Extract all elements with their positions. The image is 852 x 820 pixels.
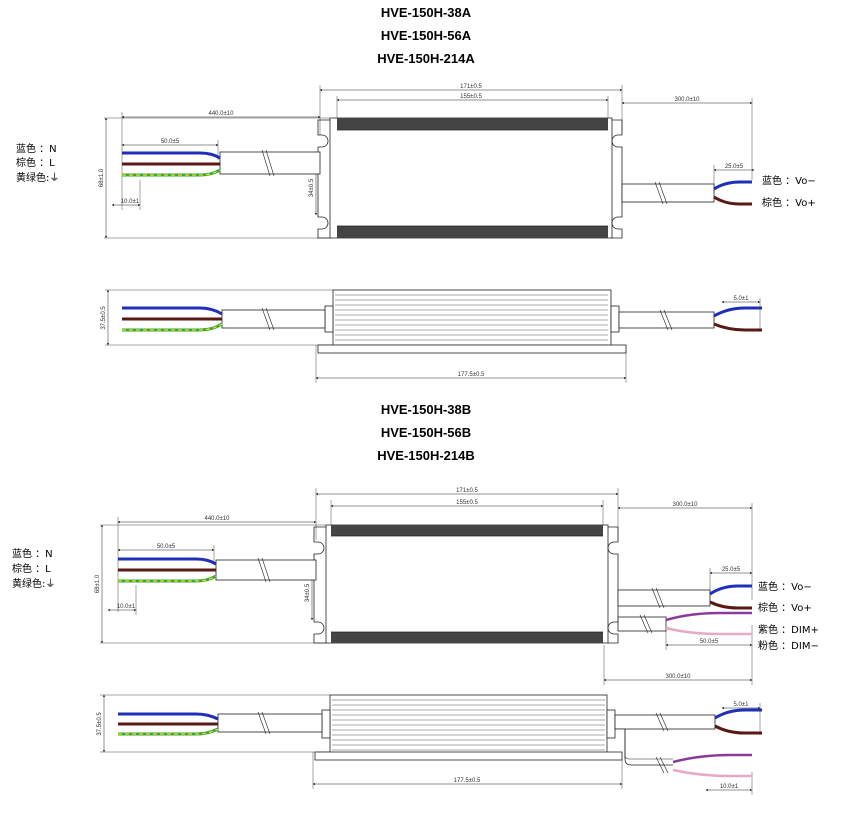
title-a-38: HVE-150H-38A xyxy=(380,5,472,20)
title-b-214: HVE-150H-214B xyxy=(377,448,475,463)
wires-b-side xyxy=(118,708,762,778)
dim-dim-cable-b: 300.0±10 xyxy=(666,674,692,680)
dim-base-a: 177.5±0.5 xyxy=(458,372,485,378)
output-label-purple-b: 紫色 ：DIM+ xyxy=(758,623,819,636)
dim-thickness-b: 37.5±0.5 xyxy=(97,712,103,736)
wires-b-top xyxy=(118,557,752,636)
dim-strip-in-b: 50.0±5 xyxy=(157,544,176,550)
dim-output-cable-b: 300.0±10 xyxy=(673,502,699,508)
dim-tip-out-b: 5.0±1 xyxy=(734,702,750,708)
wire-labels: 蓝色 ：N 棕色 ：L 黄绿色:⏚ 蓝色 ：Vo− 棕色 ：Vo+ 蓝色 ：N … xyxy=(12,142,819,652)
dim-tip-out-a: 5.0±1 xyxy=(734,296,750,302)
dim-overall-b: 171±0.5 xyxy=(456,488,478,494)
input-label-brown-b: 棕色 ：L xyxy=(12,562,51,575)
output-label-brown-a: 棕色 ：Vo+ xyxy=(762,196,816,209)
dim-input-cable-b: 440.0±10 xyxy=(205,516,231,522)
input-label-brown-a: 棕色 ：L xyxy=(16,156,55,169)
view-b-top xyxy=(100,488,753,685)
dim-base-b: 177.5±0.5 xyxy=(454,778,481,784)
wires-a-top xyxy=(122,151,752,206)
dim-dim-strip-b: 50.0±5 xyxy=(700,639,719,645)
dim-thickness-a: 37.5±0.5 xyxy=(101,306,107,330)
dimension-labels: 171±0.5 155±0.5 440.0±10 300.0±10 50.0±5… xyxy=(95,84,749,790)
view-b-side xyxy=(100,694,761,795)
view-a-side xyxy=(105,289,761,383)
title-a-56: HVE-150H-56A xyxy=(380,28,472,43)
dim-strip-in-a: 50.0±5 xyxy=(161,139,180,145)
dim-dim-tip-b: 10.0±1 xyxy=(720,784,739,790)
input-label-blue-a: 蓝色 ：N xyxy=(16,142,57,155)
output-label-blue-b: 蓝色 ：Vo− xyxy=(758,580,812,593)
title-b-56: HVE-150H-56B xyxy=(380,425,472,440)
dim-body-a: 155±0.5 xyxy=(460,94,482,100)
dim-strip-out-b: 25.0±5 xyxy=(722,567,741,573)
dim-mount-b: 34±0.5 xyxy=(305,583,311,602)
dim-tip-a: 10.0±1 xyxy=(121,199,140,205)
dim-mount-a: 34±0.5 xyxy=(309,178,315,197)
title-a-214: HVE-150H-214A xyxy=(377,51,475,66)
dim-height-b: 68±1.0 xyxy=(95,574,101,593)
dim-body-b: 155±0.5 xyxy=(456,500,478,506)
wires-a-side xyxy=(122,306,762,332)
title-b-38: HVE-150H-38B xyxy=(380,402,472,417)
dim-overall-a: 171±0.5 xyxy=(460,84,482,90)
input-label-green-b: 黄绿色:⏚ xyxy=(12,577,55,590)
dim-output-cable-a: 300.0±10 xyxy=(675,97,701,103)
dim-input-cable-a: 440.0±10 xyxy=(209,111,235,117)
dim-height-a: 68±1.0 xyxy=(99,168,105,187)
output-label-blue-a: 蓝色 ：Vo− xyxy=(762,174,816,187)
dim-tip-b: 10.0±1 xyxy=(117,604,136,610)
output-label-pink-b: 粉色 ：DIM− xyxy=(758,639,819,652)
dim-strip-out-a: 25.0±5 xyxy=(725,164,744,170)
output-label-brown-b: 棕色 ：Vo+ xyxy=(758,601,812,614)
view-a-top xyxy=(104,85,755,239)
input-label-blue-b: 蓝色 ：N xyxy=(12,547,53,560)
input-label-green-a: 黄绿色:⏚ xyxy=(16,171,59,184)
